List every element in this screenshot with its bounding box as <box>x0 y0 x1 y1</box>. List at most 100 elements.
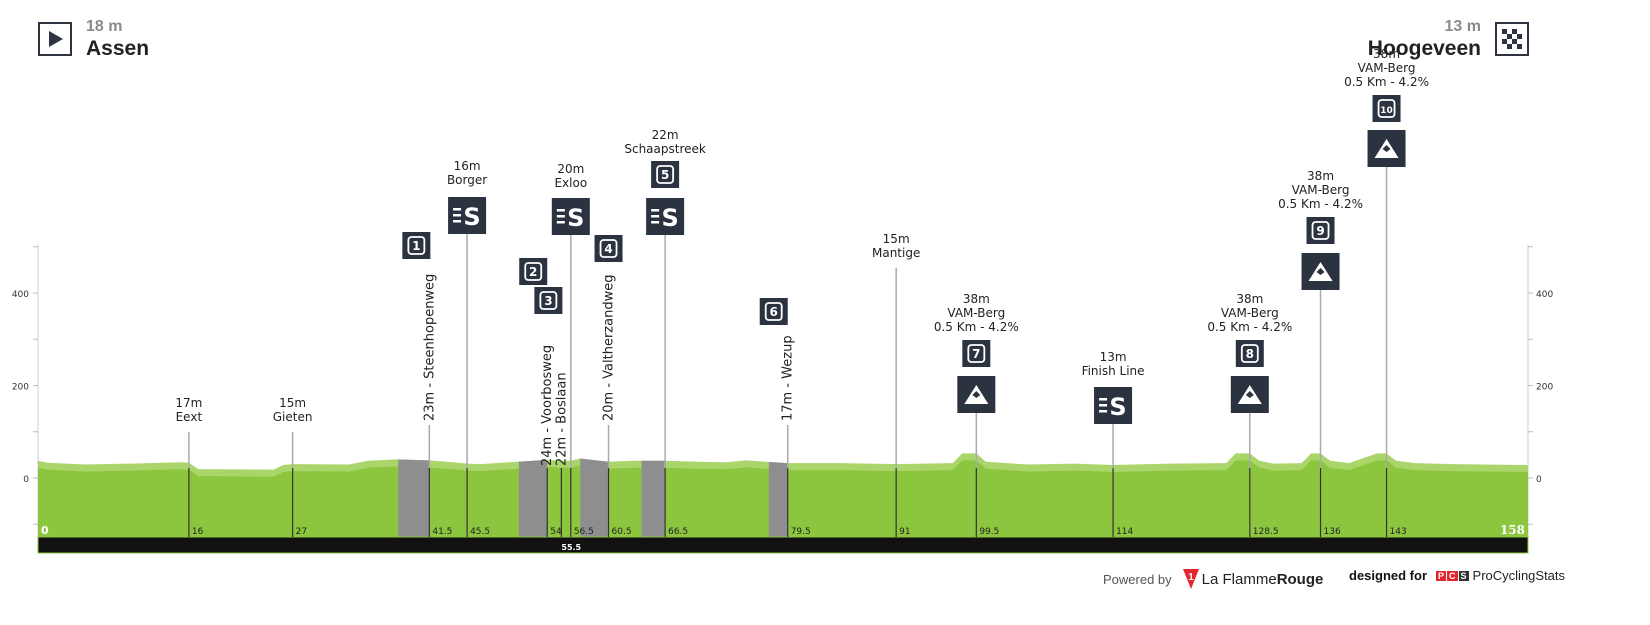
mountain-snow <box>972 391 981 398</box>
mountain-icon <box>1367 130 1406 167</box>
pcs-logo[interactable]: P C S ProCyclingStats <box>1436 568 1565 583</box>
y-tick-label: 400 <box>1536 290 1553 300</box>
km-label: 114 <box>1116 527 1133 537</box>
mountain-snow <box>1316 268 1325 275</box>
km-label: 56.5 <box>574 527 594 537</box>
start-altitude: 18 m <box>86 18 123 35</box>
sector-badge-5[interactable]: 5 <box>651 161 680 188</box>
speed-line <box>453 214 462 217</box>
marker-label: 0.5 Km - 4.2% <box>1207 320 1292 334</box>
cobble-sector <box>768 453 788 537</box>
km-label: 136 <box>1324 527 1341 537</box>
marker-label: VAM-Berg <box>1221 306 1279 320</box>
lfr-name-b: Rouge <box>1276 570 1324 588</box>
sprint-s: S <box>1109 393 1126 421</box>
cobble-sector <box>398 453 430 537</box>
marker-label: Borger <box>447 173 487 187</box>
y-tick-label: 200 <box>1536 383 1553 393</box>
sector-badge-10[interactable]: 10 <box>1372 95 1401 122</box>
y-tick-label: 0 <box>23 475 29 485</box>
speed-line <box>556 221 565 224</box>
marker-label: 38m <box>1307 169 1334 183</box>
sector-badge-9[interactable]: 9 <box>1306 217 1335 244</box>
badge-outline <box>764 302 783 321</box>
km-label: 66.5 <box>668 527 688 537</box>
badge-outline <box>1240 344 1259 363</box>
finish-altitude: 13 m <box>1444 18 1481 35</box>
svg-text:1: 1 <box>1188 572 1194 583</box>
cobble-sector <box>580 453 609 537</box>
marker-label: 22m <box>652 128 679 142</box>
sector-badge-3[interactable]: 3 <box>534 287 563 314</box>
pcs-letter: C <box>1447 570 1458 581</box>
speed-line <box>453 208 462 211</box>
speed-line <box>556 215 565 218</box>
marker-label: 15m <box>883 232 910 246</box>
km-label: 41.5 <box>432 527 452 537</box>
sector-name: 20m - Valtherzandweg <box>602 275 617 421</box>
pcs-name: ProCyclingStats <box>1472 568 1566 583</box>
marker-label: 13m <box>1100 350 1127 364</box>
km-label: 91 <box>899 527 910 537</box>
y-tick-label: 0 <box>1536 475 1542 485</box>
km-label: 16 <box>192 527 204 537</box>
sector-badge-6[interactable]: 6 <box>759 298 788 325</box>
sprint-s: S <box>661 204 678 232</box>
marker-label: Gieten <box>273 410 313 424</box>
badge-number: 7 <box>972 347 980 361</box>
sprint-icon: S <box>551 198 590 235</box>
speed-line <box>1099 410 1108 413</box>
mountain-icon <box>1301 253 1340 290</box>
marker-label: 38m <box>1373 47 1400 61</box>
km-highlight-label: 55.5 <box>561 543 581 552</box>
pcs-letter: P <box>1436 570 1447 581</box>
marker-label: 38m <box>963 292 990 306</box>
sector-badge-4[interactable]: 4 <box>594 235 623 262</box>
sector-badge-7[interactable]: 7 <box>962 340 991 367</box>
mountain-snow <box>1382 145 1391 152</box>
badge-number: 5 <box>661 168 669 182</box>
badge-outline <box>539 291 558 310</box>
marker-label: Eext <box>176 410 203 424</box>
badge-number: 6 <box>770 305 778 319</box>
km-label: 99.5 <box>979 527 999 537</box>
speed-line <box>651 221 660 224</box>
marker-label: Schaapstreek <box>624 142 706 156</box>
sprint-icon: S <box>448 197 487 234</box>
marker-label: Finish Line <box>1082 364 1145 378</box>
km-label: 128.5 <box>1253 527 1279 537</box>
sector-badge-1[interactable]: 1 <box>402 232 431 259</box>
km-label: 54 <box>550 527 562 537</box>
sprint-s: S <box>567 204 584 232</box>
sector-badge-8[interactable]: 8 <box>1235 340 1264 367</box>
cobble-sector <box>518 453 548 537</box>
y-tick-label: 400 <box>12 290 29 300</box>
badge-outline <box>599 239 618 258</box>
speed-line <box>453 220 462 223</box>
km-label: 45.5 <box>470 527 490 537</box>
badge-outline <box>1377 99 1396 118</box>
checkered-flag-icon <box>1495 22 1529 56</box>
badge-number: 9 <box>1316 224 1324 238</box>
badge-number: 2 <box>529 265 537 279</box>
km-end-label: 158 <box>1500 523 1525 537</box>
speed-line <box>651 215 660 218</box>
speed-line <box>651 209 660 212</box>
badge-number: 3 <box>544 294 552 308</box>
sprint-icon: S <box>646 198 685 235</box>
sector-name: 24m - Voorbosweg <box>540 345 555 466</box>
mountain-icon <box>957 376 996 413</box>
sector-badge-2[interactable]: 2 <box>519 258 548 285</box>
km-label: 143 <box>1390 527 1407 537</box>
pcs-letter: S <box>1458 570 1469 581</box>
marker-label: 38m <box>1236 292 1263 306</box>
badge-outline <box>524 262 543 281</box>
marker-label: VAM-Berg <box>1358 61 1416 75</box>
designed-for: designed for P C S ProCyclingStats <box>1349 568 1565 583</box>
sprint-icon: S <box>1094 387 1133 424</box>
mountain-snow <box>1245 391 1254 398</box>
marker-label: 20m <box>557 162 584 176</box>
km-label: 27 <box>296 527 307 537</box>
